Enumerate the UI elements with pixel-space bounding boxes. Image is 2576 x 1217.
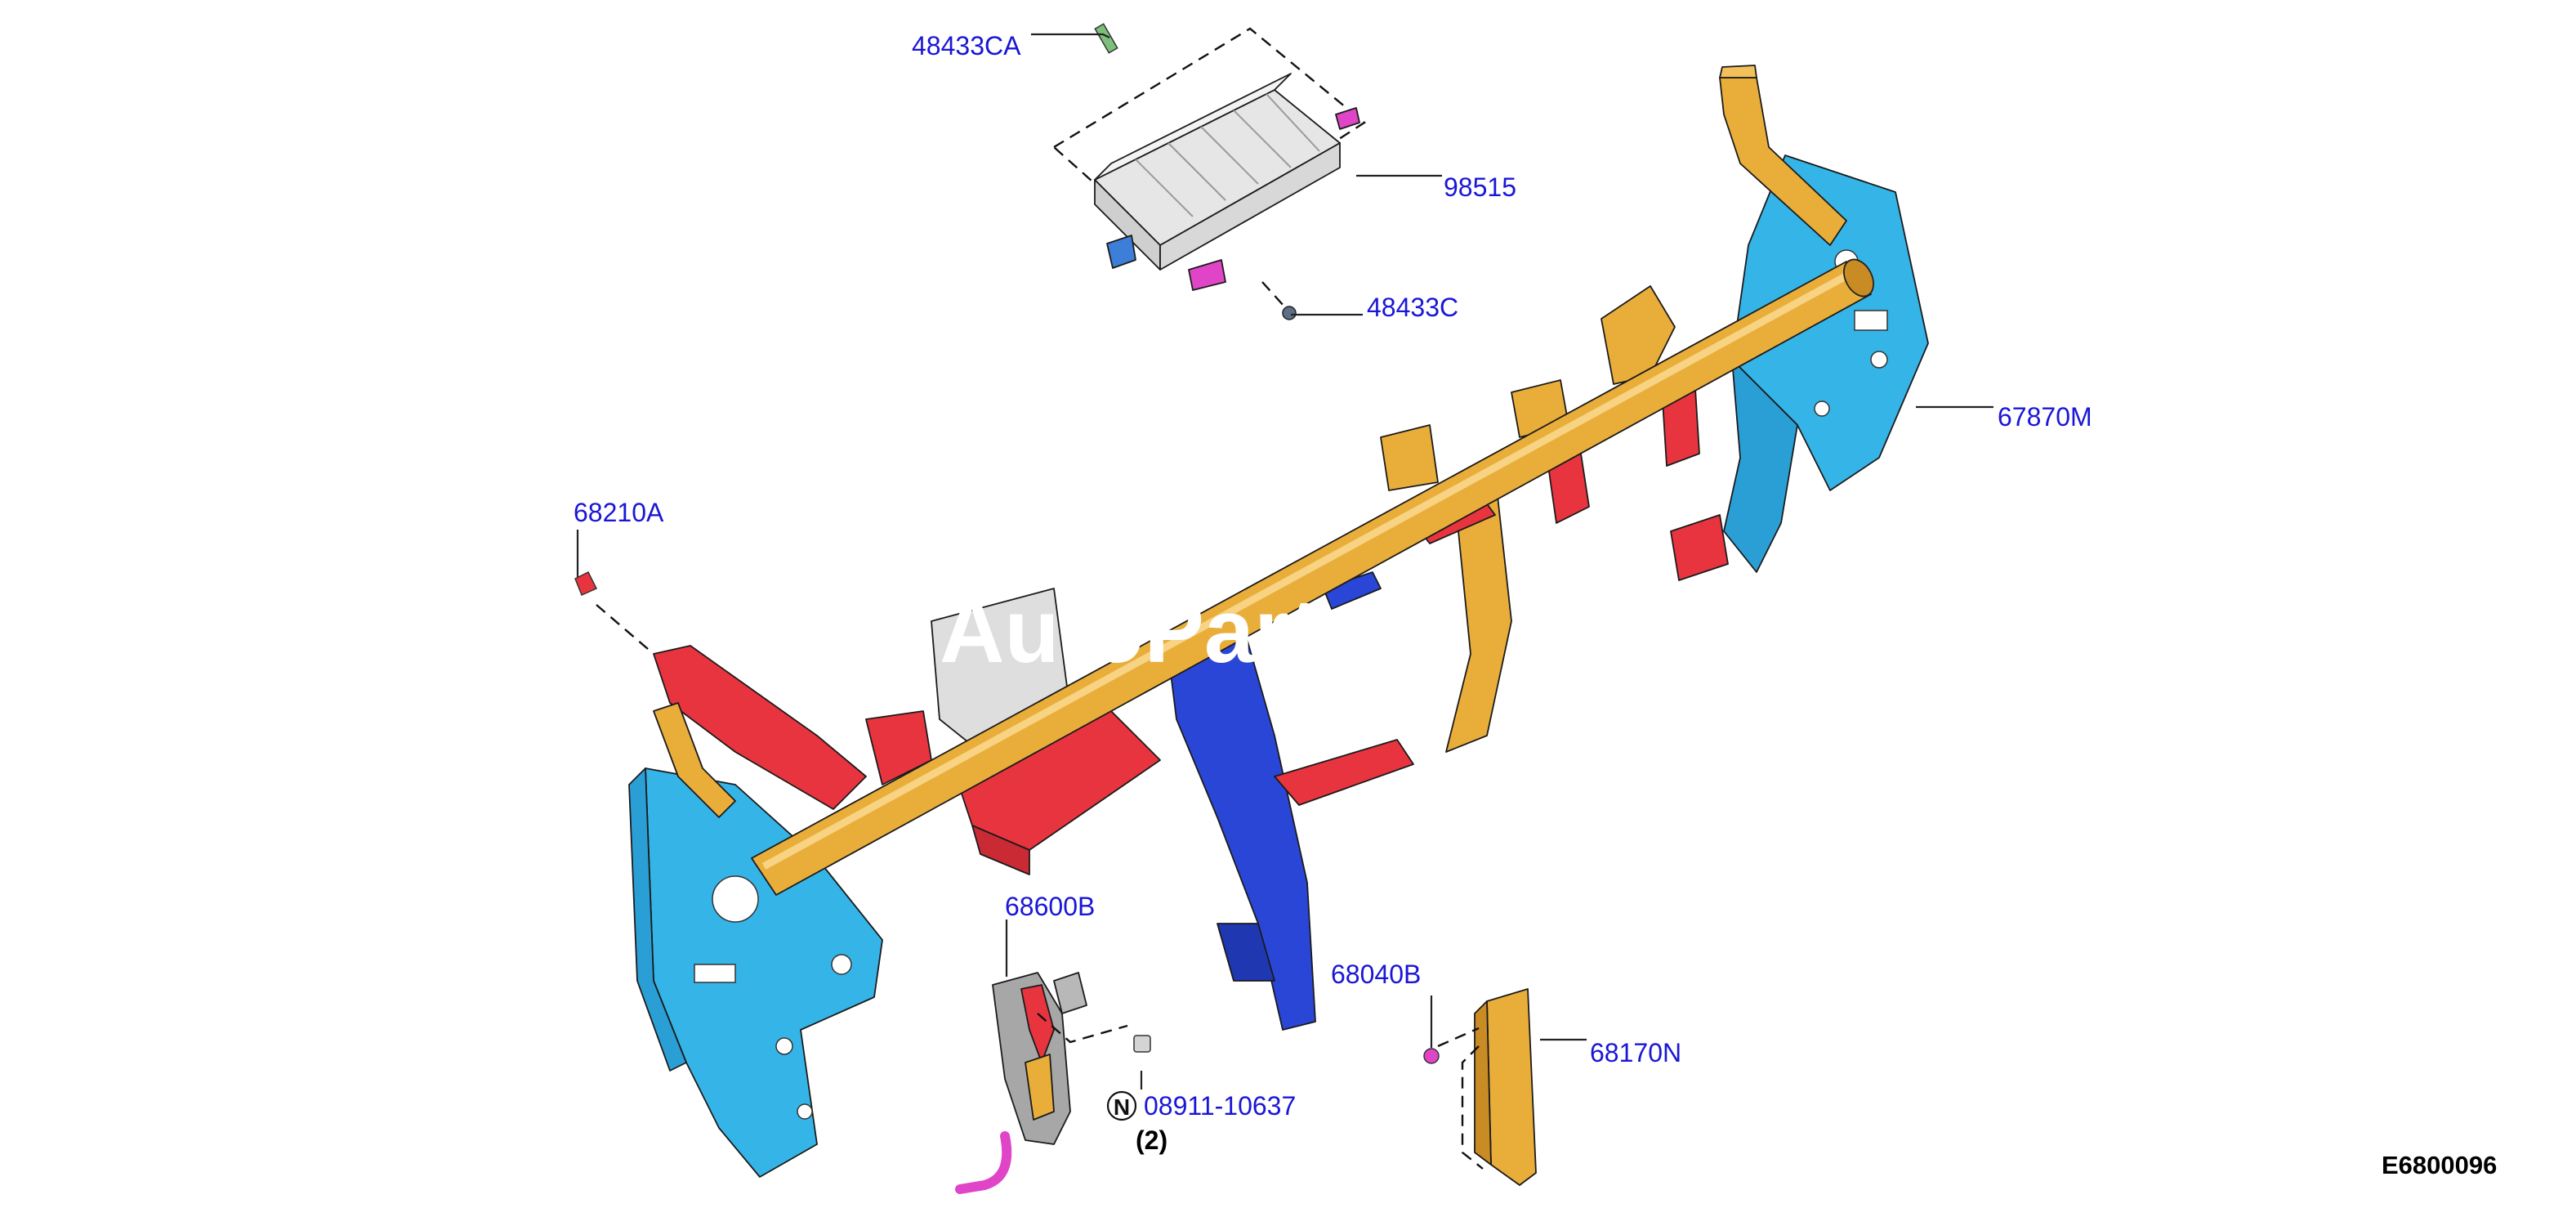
left-small-orange-brace[interactable] [653,702,736,818]
fastener-new-part-symbol: N [1106,1090,1137,1121]
bolt-part-08911-10637[interactable] [1037,1013,1151,1053]
right-side-bracket-part-67870M[interactable] [1723,154,1929,573]
cross-car-beam[interactable] [751,254,1879,896]
callout-leaders [576,33,1993,1089]
left-upper-brace-red[interactable] [653,645,932,810]
callout-98515[interactable]: 98515 [1444,172,1516,202]
callout-68600B[interactable]: 68600B [1005,892,1095,921]
bracket-part-68170N[interactable] [1437,988,1537,1186]
callout-68210A[interactable]: 68210A [574,498,664,527]
airbag-module-part-98515[interactable] [1051,27,1367,291]
center-red-brace[interactable] [1274,739,1414,806]
watermark: AutoParts... [940,581,1444,682]
callout-68040B[interactable]: 68040B [1331,960,1421,989]
clip-part-68040B[interactable] [1423,1048,1440,1064]
right-upper-brace[interactable] [1719,65,1847,246]
callout-08911-10637[interactable]: 08911-10637 [1144,1091,1296,1121]
callout-68170N[interactable]: 68170N [1590,1038,1681,1067]
quantity-label: (2) [1136,1125,1167,1155]
callout-48433CA[interactable]: 48433CA [912,31,1021,60]
airbag-nut-part-48433C[interactable] [1261,281,1297,320]
lower-bracket-part-68600B[interactable] [955,972,1087,1194]
clip-part-68210A[interactable] [574,570,654,655]
callout-67870M[interactable]: 67870M [1998,402,2092,432]
center-blue-stay[interactable] [1167,571,1382,1031]
airbag-stud-part-48433CA[interactable] [1094,23,1118,54]
fastener-symbol-letter: N [1114,1094,1130,1120]
mid-red-brackets[interactable] [1547,387,1729,581]
diagram-id: E6800096 [2382,1151,2497,1179]
callout-48433C[interactable]: 48433C [1367,293,1458,322]
